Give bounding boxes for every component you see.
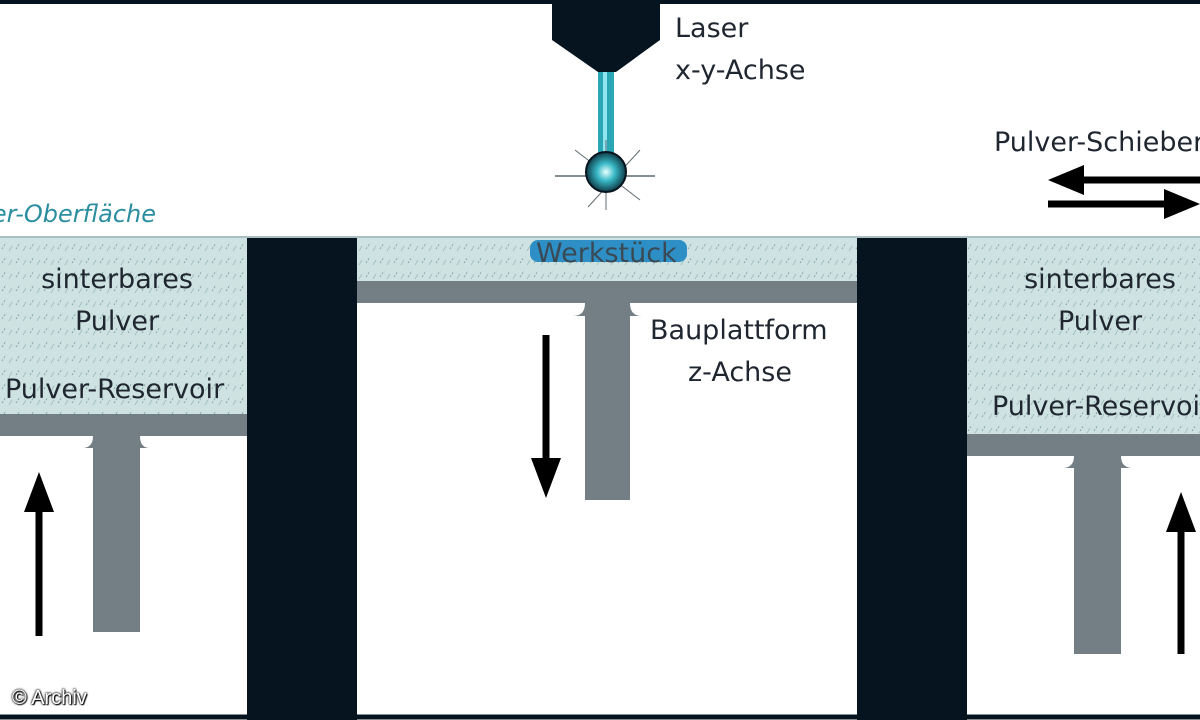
left-reservoir-label: Pulver-Reservoir: [5, 374, 225, 405]
right-powder-bed: [967, 238, 1200, 434]
right-piston-rod: [1074, 456, 1121, 654]
platform-down-arrow: [531, 335, 561, 498]
build-platform-rod: [585, 303, 630, 500]
workpiece-shape: [530, 240, 687, 262]
laser-label: Laser: [675, 13, 749, 44]
workpiece-label: Werkstück: [536, 238, 677, 269]
left-piston-fillet: [82, 436, 150, 448]
right-reservoir-label: Pulver-Reservoir: [992, 391, 1200, 422]
slider-arrows: [1048, 165, 1200, 219]
platform-axis-label: z-Achse: [688, 357, 792, 388]
left-chamber-wall: [247, 238, 357, 720]
credit-label: © Archiv: [12, 687, 87, 709]
build-platform-plate: [357, 281, 857, 303]
left-piston-rod: [93, 436, 140, 632]
laser-head: [552, 0, 660, 156]
left-up-arrow: [24, 472, 54, 636]
build-platform-fillet: [573, 303, 642, 316]
left-powder-label-line1: sinterbares: [41, 264, 193, 295]
platform-label: Bauplattform: [650, 315, 828, 346]
left-piston-plate: [0, 414, 247, 436]
left-powder-label-line2: Pulver: [74, 306, 160, 337]
right-piston-fillet: [1062, 456, 1133, 468]
right-powder-label-line2: Pulver: [1057, 306, 1143, 337]
right-piston-plate: [967, 434, 1200, 456]
laser-spot: [555, 140, 655, 210]
left-powder-bed: [0, 238, 247, 414]
surface-label: Pulver-Oberfläche: [0, 200, 156, 228]
right-powder-label-line1: sinterbares: [1024, 264, 1176, 295]
laser-axis-label: x-y-Achse: [675, 55, 806, 86]
slider-label: Pulver-Schieber: [994, 127, 1200, 158]
right-up-arrow: [1166, 492, 1196, 654]
right-chamber-wall: [857, 238, 967, 720]
